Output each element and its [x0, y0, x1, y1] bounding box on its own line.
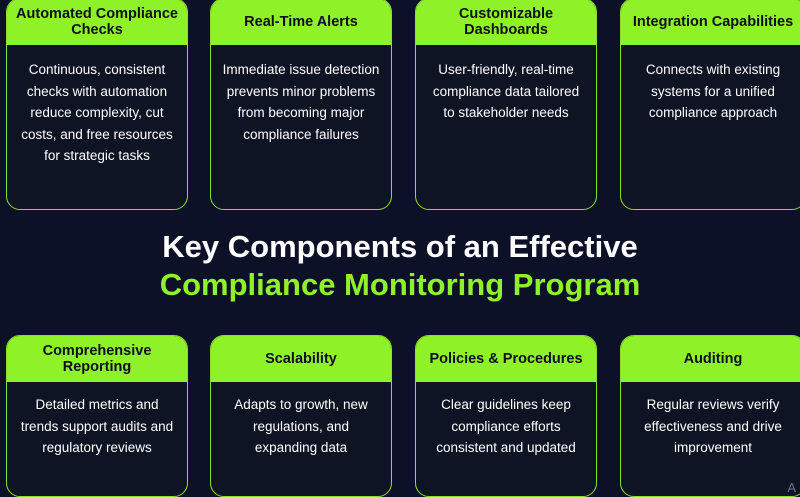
card-customizable-dashboards: Customizable Dashboards User-friendly, r…	[415, 0, 597, 210]
card-heading: Real-Time Alerts	[211, 0, 391, 45]
card-auditing: Auditing Regular reviews verify effectiv…	[620, 335, 800, 497]
card-description: Clear guidelines keep compliance efforts…	[436, 397, 576, 455]
card-heading: Comprehensive Reporting	[7, 336, 187, 382]
card-description: Connects with existing systems for a uni…	[645, 62, 781, 120]
card-heading: Automated Compliance Checks	[7, 0, 187, 45]
page-title-line-2: Compliance Monitoring Program	[159, 267, 641, 302]
page-title-line-1: Key Components of an Effective	[162, 229, 638, 264]
card-description: Detailed metrics and trends support audi…	[20, 397, 174, 455]
card-heading: Policies & Procedures	[416, 336, 596, 382]
card-heading: Scalability	[211, 336, 391, 382]
card-scalability: Scalability Adapts to growth, new regula…	[210, 335, 392, 497]
card-heading: Auditing	[621, 336, 800, 382]
card-automated-compliance-checks: Automated Compliance Checks Continuous, …	[6, 0, 188, 210]
card-description: Adapts to growth, new regulations, and e…	[234, 397, 368, 455]
card-policies-procedures: Policies & Procedures Clear guidelines k…	[415, 335, 597, 497]
card-description: Regular reviews verify effectiveness and…	[644, 397, 782, 455]
card-real-time-alerts: Real-Time Alerts Immediate issue detecti…	[210, 0, 392, 210]
corner-watermark: A	[787, 480, 796, 495]
card-description: User-friendly, real-time compliance data…	[432, 62, 580, 120]
card-heading: Customizable Dashboards	[416, 0, 596, 45]
card-description: Continuous, consistent checks with autom…	[21, 62, 173, 163]
card-heading: Integration Capabilities	[621, 0, 800, 45]
card-integration-capabilities: Integration Capabilities Connects with e…	[620, 0, 800, 210]
card-description: Immediate issue detection prevents minor…	[222, 62, 380, 142]
card-comprehensive-reporting: Comprehensive Reporting Detailed metrics…	[6, 335, 188, 497]
